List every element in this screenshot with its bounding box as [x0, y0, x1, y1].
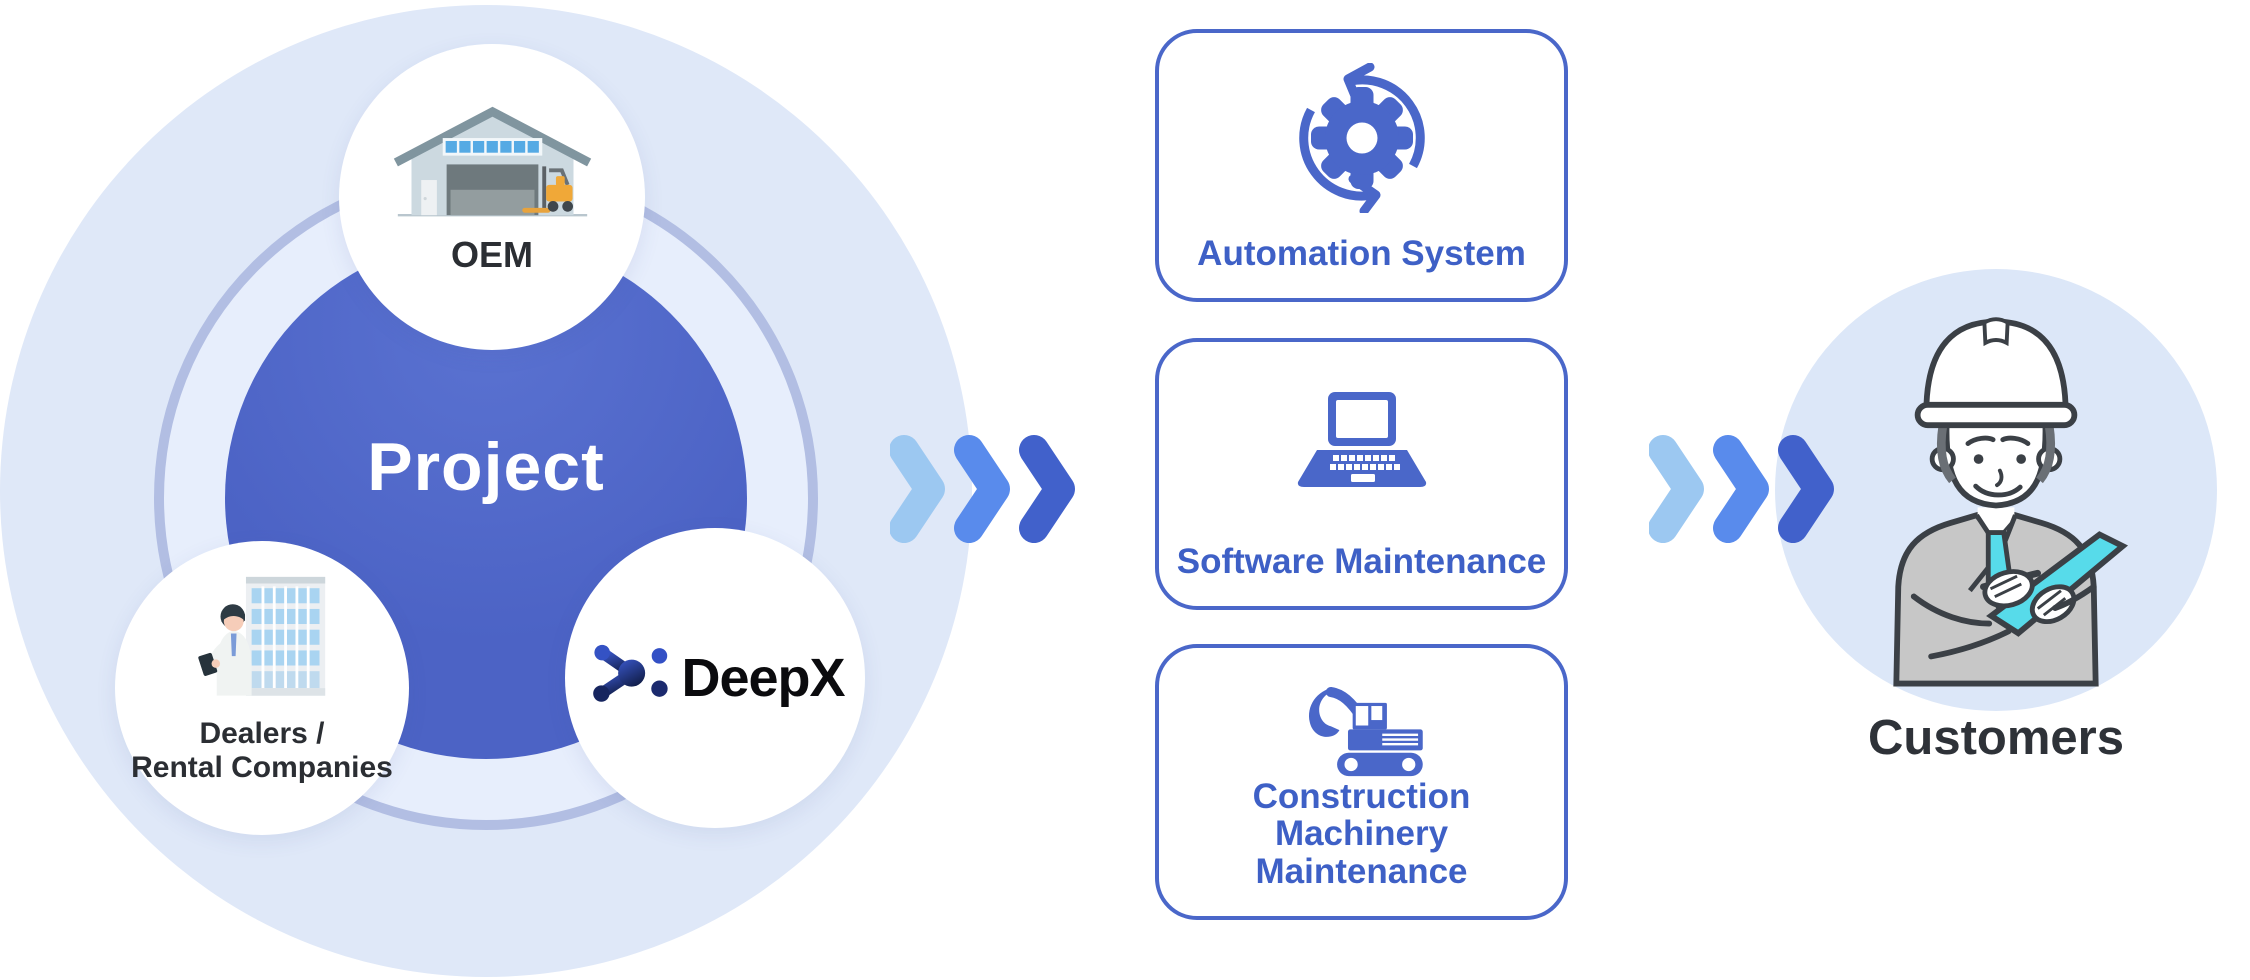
deepx-node: DeepX	[565, 528, 865, 828]
chevron-icon	[1649, 435, 1704, 543]
laptop-icon	[1297, 392, 1426, 487]
dealers-node: Dealers / Rental Companies	[115, 541, 409, 835]
service-box-software: Software Maintenance	[1155, 338, 1568, 610]
chevron-icon	[954, 435, 1010, 543]
service-label: Software Maintenance	[1176, 541, 1547, 581]
chevron-icon	[1778, 435, 1834, 543]
oem-label: OEM	[450, 234, 533, 275]
service-box-automation: Automation System	[1155, 29, 1568, 302]
service-box-construction: Construction Machinery Maintenance	[1155, 644, 1568, 920]
building-person-tablet-icon	[198, 576, 326, 696]
oem-node: OEM	[339, 44, 645, 350]
dealers-label-line1: Dealers /	[199, 717, 325, 750]
deepx-wordmark: DeepX	[681, 648, 845, 708]
excavator-icon	[1308, 686, 1423, 777]
flow-chevrons-left	[890, 435, 1075, 543]
flow-chevrons-right	[1649, 435, 1834, 543]
deepx-molecule-logo-icon	[593, 644, 669, 702]
service-label: Automation System	[1197, 233, 1526, 273]
warehouse-forklift-icon	[393, 106, 591, 217]
chevron-icon	[890, 435, 945, 543]
chevron-icon	[1019, 435, 1075, 543]
service-label-line2: Machinery Maintenance	[1255, 814, 1468, 891]
automation-gear-icon	[1298, 63, 1425, 213]
worker-hardhat-clipboard-icon	[1893, 317, 2129, 687]
customers-circle	[1775, 269, 2217, 711]
customers-label: Customers	[1868, 711, 2124, 765]
service-label-line1: Construction	[1252, 776, 1471, 816]
service-label: Construction Machinery Maintenance	[1171, 776, 1552, 891]
dealers-label-line2: Rental Companies	[131, 751, 393, 785]
dealers-label: Dealers / Rental Companies	[131, 717, 393, 785]
deepx-logo: DeepX	[589, 642, 846, 714]
chevron-icon	[1713, 435, 1769, 543]
project-label: Project	[367, 429, 605, 505]
